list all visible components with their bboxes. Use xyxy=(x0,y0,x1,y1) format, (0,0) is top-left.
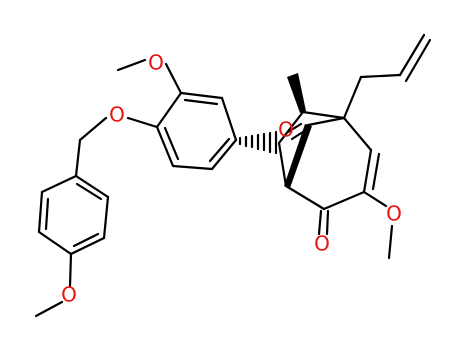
bond-ring-double-1 xyxy=(362,148,373,194)
bond-bridge-c-quat xyxy=(306,116,346,127)
bond-aryl-o-ether xyxy=(126,116,159,129)
oxygen-label-benzyl-ether: O xyxy=(109,103,125,127)
bond-ring-co-2 xyxy=(325,209,330,236)
bond-ring2-e xyxy=(102,195,110,240)
bond-ring2-inner-2 xyxy=(72,232,100,248)
methyl-wedge xyxy=(287,73,306,113)
bicyclic-core xyxy=(238,73,394,260)
bond-ring-double-2 xyxy=(371,152,381,191)
bond-c-o-enol xyxy=(362,190,388,208)
bond-ch-ch2-double-2 xyxy=(404,38,432,83)
bond-ring2-b xyxy=(37,190,44,234)
bond-ring2-f xyxy=(74,174,110,199)
bond-ring1-b xyxy=(155,125,175,168)
bond-bridge-co-2 xyxy=(286,122,303,134)
bond-ring1-inner-3 xyxy=(183,98,219,106)
oxygen-label-methoxy-bottom: O xyxy=(61,283,77,307)
bond-ring2-d xyxy=(69,236,106,256)
bond-ch2-ch xyxy=(359,73,402,79)
bond-ch-ch2-double-1 xyxy=(398,33,426,77)
aryl-ring-upper xyxy=(155,91,238,171)
bond-ring2-c xyxy=(37,230,73,256)
bond-c-methyl-c-quat xyxy=(301,110,346,120)
bond-methyl-o-top xyxy=(116,58,147,72)
bond-o-enol-methyl xyxy=(387,224,394,260)
bond-ring1-d xyxy=(210,138,238,171)
bond-c-ketone-bridgehead xyxy=(284,184,326,211)
bond-ring1-a xyxy=(155,91,183,129)
bond-bridge-co-1 xyxy=(290,128,308,141)
bond-ring1-c xyxy=(171,164,214,171)
oxygen-label-methoxy-top: O xyxy=(148,51,164,75)
oxygen-label-enol-ether: O xyxy=(386,202,402,226)
bond-ring1-inner-2 xyxy=(208,137,231,163)
methoxy-bottom-group xyxy=(34,252,73,318)
bond-o-ch2 xyxy=(78,116,108,142)
bond-ring2-inner-1 xyxy=(44,197,50,231)
oxygen-label-ring-ketone: O xyxy=(314,232,330,256)
aryl-ring-lower xyxy=(37,174,110,256)
bond-c-quat-ch xyxy=(342,116,373,152)
bridge-wedge xyxy=(284,124,312,188)
bond-ring-co-1 xyxy=(317,209,323,236)
bond-o-top-aryl xyxy=(164,62,183,95)
benzyl-ether-linkage xyxy=(74,116,159,178)
bond-ring1-inner-1 xyxy=(163,126,180,161)
hashed-wedge-aryl xyxy=(238,130,278,155)
bond-o-bottom-methyl xyxy=(34,300,64,318)
allyl-group xyxy=(342,33,432,120)
methoxy-top-group xyxy=(116,58,183,95)
bond-ring1-e xyxy=(220,96,238,142)
oxygen-label-bridge-ketone: O xyxy=(278,118,294,142)
bond-ch2-aryl xyxy=(74,138,82,178)
bond-ring1-f xyxy=(179,91,224,100)
bond-c-quat-ch2 xyxy=(342,75,363,120)
atom-labels: O O O O O O xyxy=(61,51,402,307)
bond-c-aryl-bridgehead-low xyxy=(277,141,288,188)
bond-c-ome-c-ketone xyxy=(322,190,366,211)
bond-aryl-o-bottom xyxy=(68,252,73,288)
bond-ring2-inner-3 xyxy=(75,182,103,201)
bond-c-aryl-c-methyl xyxy=(277,110,305,145)
bond-ring2-a xyxy=(40,174,78,194)
